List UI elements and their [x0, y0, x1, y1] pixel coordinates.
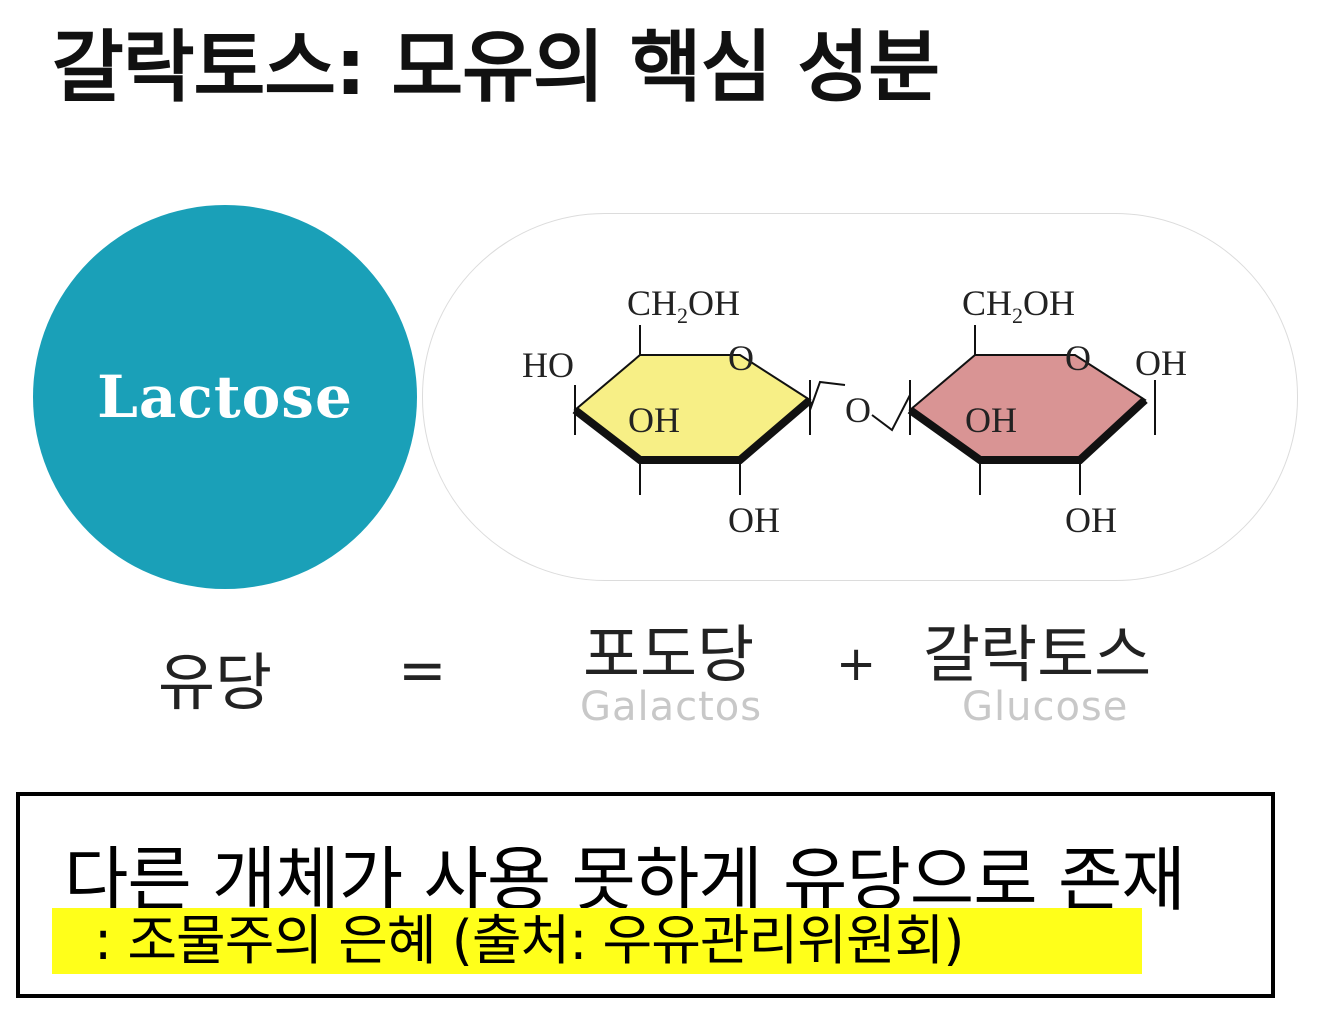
note-main-text: 다른 개체가 사용 못하게 유당으로 존재	[64, 839, 1186, 921]
right-bottom-oh-label: OH	[1065, 500, 1117, 540]
part2-kr-label: 갈락토스	[923, 618, 1152, 691]
page-title: 갈락토스: 모유의 핵심 성분	[52, 23, 940, 113]
molecule-panel	[422, 213, 1298, 581]
note-source-highlight: : 조물주의 은혜 (출처: 우유관리위원회)	[52, 908, 1142, 974]
left-ho-label: HO	[522, 345, 574, 385]
glycosidic-link	[809, 380, 846, 411]
left-ring-oh-label: OH	[628, 400, 680, 440]
part1-kr-label: 포도당	[583, 618, 755, 691]
part2-en-label: Glucose	[962, 684, 1129, 730]
lactose-structure-diagram: CH2OH HO O OH OH O CH2OH O OH OH OH	[522, 283, 1187, 540]
lactose-circle: Lactose	[33, 205, 417, 589]
left-bottom-oh-label: OH	[728, 500, 780, 540]
right-ch2oh-label: CH2OH	[962, 283, 1075, 328]
lactose-label: Lactose	[97, 363, 353, 431]
right-oh-label: OH	[1135, 343, 1187, 383]
plus-sign: +	[836, 636, 877, 692]
left-ring-o-label: O	[728, 338, 754, 378]
part1-en-label: Galactos	[580, 684, 763, 730]
note-box: 다른 개체가 사용 못하게 유당으로 존재 : 조물주의 은혜 (출처: 우유관…	[16, 792, 1275, 998]
left-ring-front-edge	[572, 396, 813, 464]
link-o-label: O	[845, 390, 871, 430]
right-ring-oh-label: OH	[965, 400, 1017, 440]
left-ch2oh-label: CH2OH	[627, 283, 740, 328]
right-ring	[908, 354, 1147, 461]
equals-sign: =	[398, 636, 447, 704]
right-ring-front-edge	[907, 397, 1148, 464]
lactose-kr-label: 유당	[158, 646, 273, 719]
right-ring-o-label: O	[1065, 338, 1091, 378]
left-ring	[573, 354, 812, 461]
